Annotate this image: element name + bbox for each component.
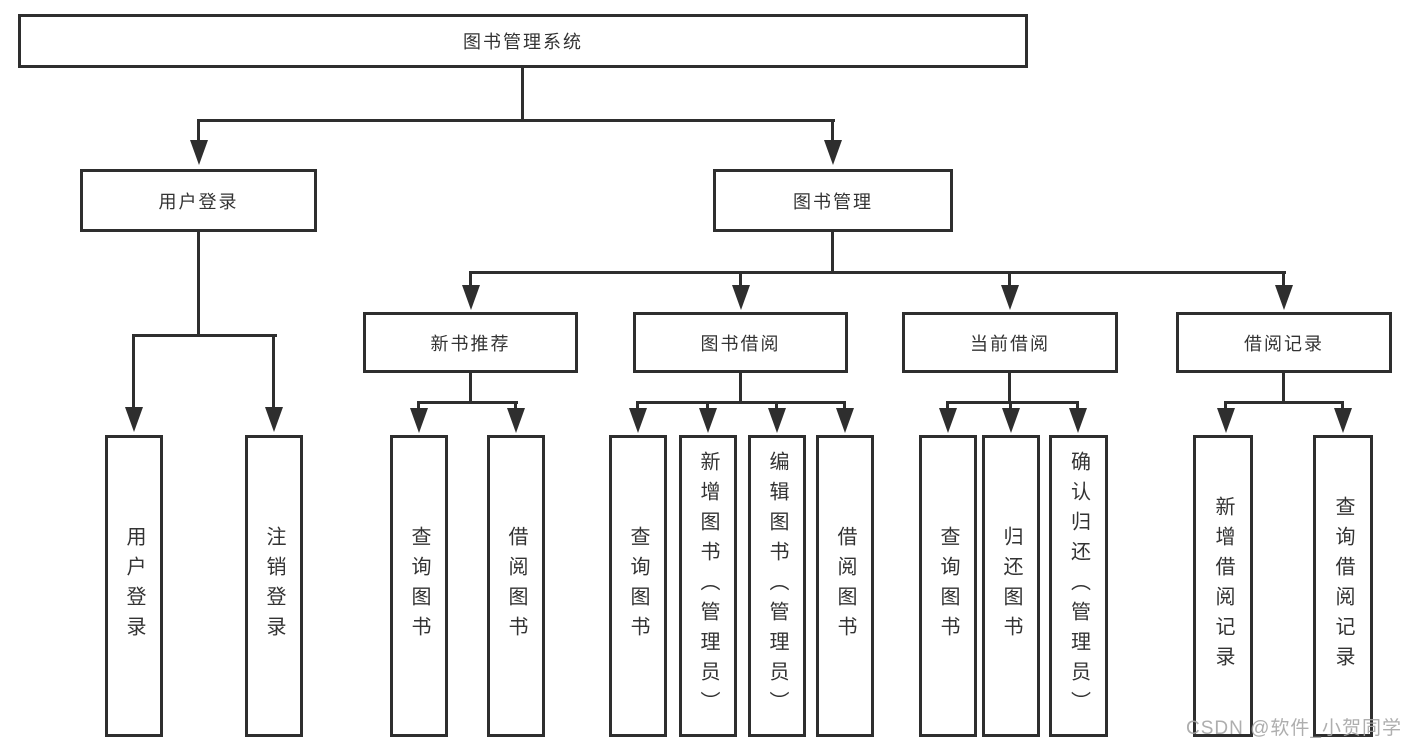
arrowhead-nb-leaf2	[507, 408, 525, 433]
leaf-return-book: 归还图书	[982, 435, 1040, 737]
connector-book-management-stem	[831, 232, 834, 272]
arrowhead-cb-leaf2	[1002, 408, 1020, 433]
arrowhead-book-borrow	[732, 285, 750, 310]
leaf-query-borrow-record: 查询借阅记录	[1313, 435, 1373, 737]
leaf-query-books-2: 查询图书	[609, 435, 667, 737]
connector-to-current-borrow	[1008, 271, 1011, 286]
leaf-user-login-label: 用户登录	[123, 526, 145, 646]
node-new-book-recommend: 新书推荐	[363, 312, 578, 373]
leaf-query-books-3: 查询图书	[919, 435, 977, 737]
connector-to-leaf-logout	[272, 334, 275, 408]
arrowhead-leaf-user-login	[125, 407, 143, 432]
node-book-management: 图书管理	[713, 169, 953, 232]
connector-user-login-bus	[132, 334, 277, 337]
leaf-edit-book-admin: 编辑图书（管理员）	[748, 435, 806, 737]
arrowhead-cb-leaf1	[939, 408, 957, 433]
leaf-query-borrow-record-label: 查询借阅记录	[1332, 496, 1354, 676]
connector-nb-leaf2	[514, 401, 517, 409]
node-current-borrow: 当前借阅	[902, 312, 1118, 373]
node-root: 图书管理系统	[18, 14, 1028, 68]
node-user-login: 用户登录	[80, 169, 317, 232]
arrowhead-nb-leaf1	[410, 408, 428, 433]
leaf-add-book-admin: 新增图书（管理员）	[679, 435, 737, 737]
arrowhead-br-leaf1	[1217, 408, 1235, 433]
leaf-confirm-return-admin: 确认归还（管理员）	[1049, 435, 1108, 737]
arrowhead-user-login	[190, 140, 208, 165]
arrowhead-borrow-records	[1275, 285, 1293, 310]
leaf-user-login: 用户登录	[105, 435, 163, 737]
leaf-query-books-1: 查询图书	[390, 435, 448, 737]
arrowhead-br-leaf2	[1334, 408, 1352, 433]
connector-new-book-stem	[469, 373, 472, 403]
connector-bb-leaf4	[843, 401, 846, 409]
leaf-edit-book-admin-label: 编辑图书（管理员）	[766, 451, 788, 721]
arrowhead-book-management	[824, 140, 842, 165]
connector-br-leaf2	[1341, 401, 1344, 409]
arrowhead-leaf-logout	[265, 407, 283, 432]
connector-bb-leaf3	[775, 401, 778, 409]
connector-root-bus	[197, 119, 835, 122]
watermark: CSDN @软件_小贺同学	[1186, 718, 1402, 739]
arrowhead-bb-leaf4	[836, 408, 854, 433]
arrowhead-bb-leaf1	[629, 408, 647, 433]
arrowhead-bb-leaf3	[768, 408, 786, 433]
connector-new-book-bus	[417, 401, 518, 404]
leaf-query-books-3-label: 查询图书	[937, 526, 959, 646]
connector-nb-leaf1	[417, 401, 420, 409]
connector-book-borrow-stem	[739, 373, 742, 403]
connector-to-book-management	[831, 119, 834, 140]
connector-root-stem	[521, 68, 524, 119]
leaf-query-books-2-label: 查询图书	[627, 526, 649, 646]
connector-user-login-stem	[197, 232, 200, 336]
leaf-borrow-books-2-label: 借阅图书	[834, 526, 856, 646]
connector-current-borrow-stem	[1008, 373, 1011, 403]
connector-book-borrow-bus	[636, 401, 846, 404]
connector-cb-leaf1	[946, 401, 949, 409]
connector-cb-leaf3	[1076, 401, 1079, 409]
leaf-borrow-books-1-label: 借阅图书	[505, 526, 527, 646]
leaf-add-borrow-record: 新增借阅记录	[1193, 435, 1253, 737]
connector-bb-leaf2	[706, 401, 709, 409]
connector-current-borrow-bus	[946, 401, 1079, 404]
connector-bb-leaf1	[636, 401, 639, 409]
arrowhead-cb-leaf3	[1069, 408, 1087, 433]
connector-br-leaf1	[1224, 401, 1227, 409]
node-borrow-records: 借阅记录	[1176, 312, 1392, 373]
leaf-logout-label: 注销登录	[263, 526, 285, 646]
leaf-add-borrow-record-label: 新增借阅记录	[1212, 496, 1234, 676]
leaf-confirm-return-admin-label: 确认归还（管理员）	[1067, 451, 1090, 721]
connector-to-book-borrow	[739, 271, 742, 286]
connector-to-leaf-user-login	[132, 334, 135, 408]
arrowhead-new-book	[462, 285, 480, 310]
connector-book-management-bus	[469, 271, 1286, 274]
node-book-borrow: 图书借阅	[633, 312, 848, 373]
leaf-borrow-books-1: 借阅图书	[487, 435, 545, 737]
connector-borrow-records-bus	[1224, 401, 1344, 404]
arrowhead-bb-leaf2	[699, 408, 717, 433]
connector-to-user-login	[197, 119, 200, 140]
leaf-borrow-books-2: 借阅图书	[816, 435, 874, 737]
connector-to-borrow-records	[1282, 271, 1285, 286]
leaf-logout: 注销登录	[245, 435, 303, 737]
connector-borrow-records-stem	[1282, 373, 1285, 403]
arrowhead-current-borrow	[1001, 285, 1019, 310]
connector-to-new-book	[469, 271, 472, 286]
leaf-query-books-1-label: 查询图书	[408, 526, 430, 646]
leaf-return-book-label: 归还图书	[1000, 526, 1022, 646]
leaf-add-book-admin-label: 新增图书（管理员）	[697, 451, 719, 721]
connector-cb-leaf2	[1009, 401, 1012, 409]
